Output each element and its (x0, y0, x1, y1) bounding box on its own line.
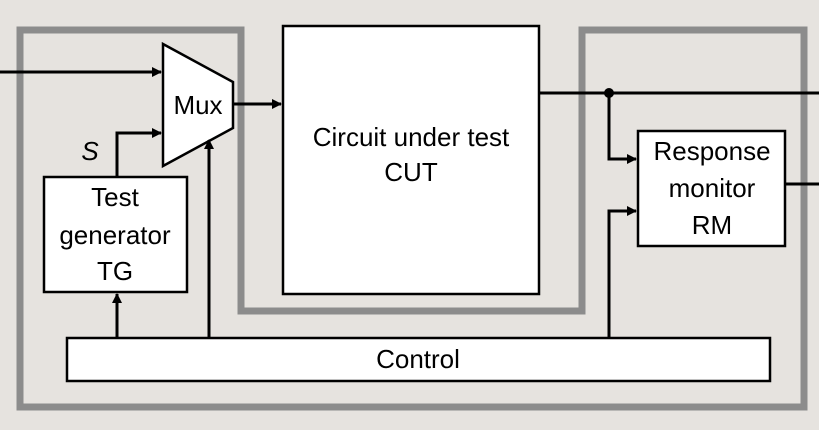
select-signal-label: S (81, 136, 99, 166)
cut-label-line2: CUT (384, 157, 438, 187)
mux-block (161, 41, 235, 169)
cut-to-rm-wire (607, 93, 637, 164)
mux-label: Mux (173, 90, 222, 120)
test-generator-block (42, 175, 189, 294)
rm-label-line1: Response (653, 136, 770, 166)
response-monitor-block (636, 129, 787, 248)
tg-label-line1: Test (91, 182, 139, 212)
control-to-rm-wire (607, 206, 637, 338)
cut-block (281, 24, 541, 296)
control-label: Control (376, 344, 460, 374)
rm-label-line3: RM (692, 210, 732, 240)
rm-label-line2: monitor (669, 173, 756, 203)
tg-label-line3: TG (97, 256, 133, 286)
control-block (65, 336, 772, 383)
chip-boundary (16, 26, 808, 411)
tg-to-mux-wire (115, 128, 162, 177)
tg-label-line2: generator (59, 220, 171, 250)
junction-dot (604, 88, 614, 98)
cut-label-line1: Circuit under test (313, 122, 510, 152)
